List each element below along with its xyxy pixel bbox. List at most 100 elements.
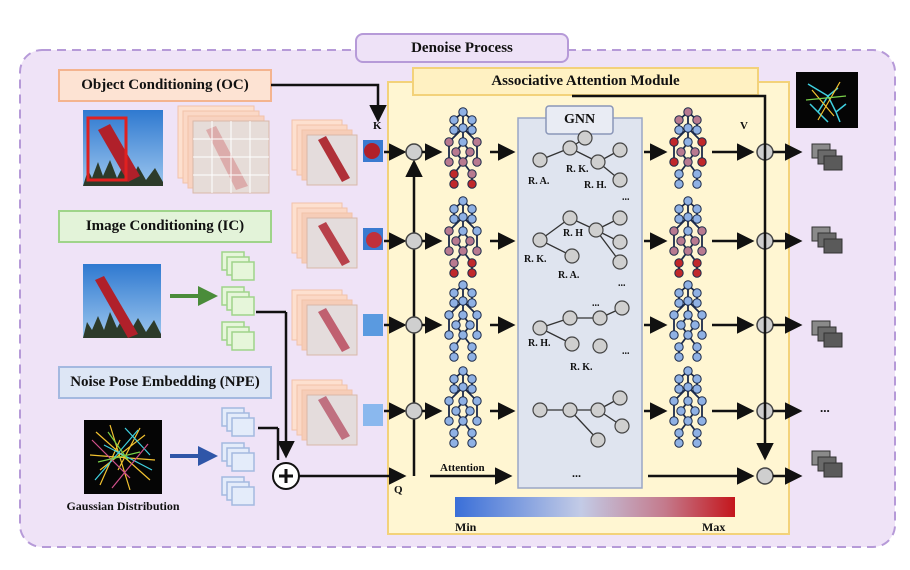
skeleton-joint [692, 288, 702, 298]
gnn-graph-3 [532, 300, 630, 354]
skeleton-joint [669, 330, 679, 340]
skeleton-joint [458, 296, 468, 306]
v-bottom-node [756, 467, 774, 485]
gnn-row-1-ellipsis: ... [622, 192, 630, 203]
skeleton-joint [467, 342, 477, 352]
skeleton-joint [690, 147, 700, 157]
skeleton-joint [458, 212, 468, 222]
skeleton-joint [690, 236, 700, 246]
skeleton-joint [683, 123, 693, 133]
gnn-row-3-ellipsis-a: ... [592, 298, 600, 309]
q-node [405, 316, 423, 334]
gnn-row-1-label-c: R. H. [584, 180, 607, 191]
skeleton-joint [449, 298, 459, 308]
skeleton-joint [451, 320, 461, 330]
skeleton-joint [467, 258, 477, 268]
skeleton-joint [683, 296, 693, 306]
skeleton-joint [444, 137, 454, 147]
skeleton-joint [449, 179, 459, 189]
skeleton-joint [444, 246, 454, 256]
skeleton-joint [692, 169, 702, 179]
skeleton-joint [683, 280, 693, 290]
skeleton-joint [674, 342, 684, 352]
plus-icon [279, 469, 293, 483]
skeleton-joint [449, 342, 459, 352]
skeleton-joint [683, 366, 693, 376]
ic-token-stack [221, 251, 255, 351]
skeleton-joint [683, 396, 693, 406]
skeleton-joint [697, 310, 707, 320]
skeleton-joint [697, 157, 707, 167]
skeleton-joint [674, 374, 684, 384]
gnn-node [612, 254, 628, 270]
skeleton-joint [458, 310, 468, 320]
skeleton-joint [674, 204, 684, 214]
skeleton-joint [467, 268, 477, 278]
output-stacks [811, 143, 843, 478]
gnn-node [614, 418, 630, 434]
skeleton-left-3 [444, 280, 482, 362]
skeleton-joint [674, 298, 684, 308]
skeleton-joint [458, 137, 468, 147]
skeleton-joint [676, 320, 686, 330]
gnn-node [592, 338, 608, 354]
skeleton-joint [692, 214, 702, 224]
skeleton-joint [467, 374, 477, 384]
skeleton-joint [692, 298, 702, 308]
skeleton-joint [458, 396, 468, 406]
skeleton-joint [674, 179, 684, 189]
v-vertical-line [572, 94, 774, 461]
skeleton-joint [467, 179, 477, 189]
skeleton-joint [467, 438, 477, 448]
skeleton-joint [669, 246, 679, 256]
colorbar [455, 497, 735, 517]
skeleton-joint [683, 196, 693, 206]
gnn-graphs [532, 130, 630, 448]
gnn-graph-1 [532, 130, 628, 188]
skeleton-joint [467, 384, 477, 394]
skeleton-joint [458, 366, 468, 376]
skeleton-joint [683, 212, 693, 222]
q-node [405, 402, 423, 420]
skeleton-right-2 [669, 196, 707, 278]
skeleton-joint [674, 352, 684, 362]
gnn-row-1-label-b: R. K. [566, 164, 589, 175]
skeleton-joint [449, 125, 459, 135]
skeleton-joint [683, 416, 693, 426]
skeleton-joint [458, 196, 468, 206]
skeleton-joint [674, 115, 684, 125]
skeleton-joint [674, 268, 684, 278]
skeleton-joint [449, 384, 459, 394]
skeleton-joint [451, 406, 461, 416]
skeleton-joint [458, 382, 468, 392]
skeleton-left-2 [444, 196, 482, 278]
skeleton-joint [674, 438, 684, 448]
skeleton-joint [690, 406, 700, 416]
gnn-row-3-ellipsis-b: ... [622, 346, 630, 357]
q-label: Q [394, 484, 403, 496]
skeleton-joint [458, 123, 468, 133]
skeleton-joint [467, 125, 477, 135]
oc-label: Object Conditioning (OC) [81, 77, 249, 93]
skeleton-joint [458, 330, 468, 340]
bounding-box [86, 116, 128, 182]
skeleton-joint [465, 236, 475, 246]
skeletons [444, 107, 707, 448]
skeleton-joint [669, 157, 679, 167]
gnn-node [588, 222, 604, 238]
row-tile-2 [291, 202, 383, 269]
attention-label: Attention [440, 462, 485, 474]
output-token [823, 462, 843, 478]
gnn-node [532, 402, 548, 418]
gnn-node [590, 432, 606, 448]
ic-photo [83, 264, 161, 338]
output-token [823, 155, 843, 171]
output-stack [811, 226, 843, 254]
skeleton-joint [449, 258, 459, 268]
output-ellipsis: ... [820, 400, 830, 415]
attention-module-title-box [412, 67, 759, 96]
skeleton-joint [692, 125, 702, 135]
gnn-node [577, 130, 593, 146]
title-box [355, 33, 569, 63]
skeleton-joint [683, 137, 693, 147]
